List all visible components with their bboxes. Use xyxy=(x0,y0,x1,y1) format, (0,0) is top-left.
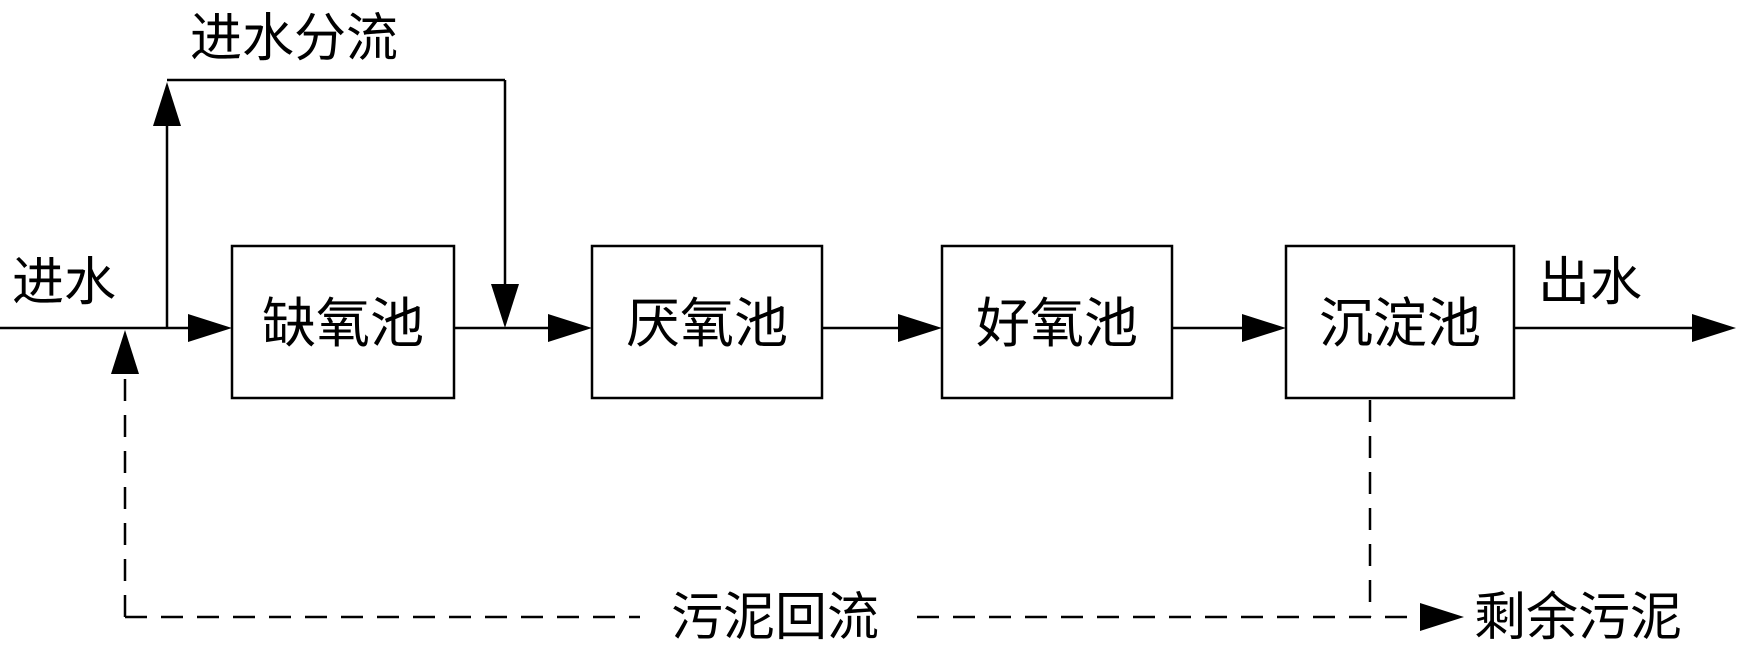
arrow-effluent xyxy=(1692,314,1736,342)
sludge-return-label-backing xyxy=(640,586,910,648)
arrow-split-up xyxy=(153,82,181,126)
arrow-sludge-return xyxy=(111,330,139,374)
sedimentation-tank-label: 沉淀池 xyxy=(1319,292,1481,355)
anaerobic-tank-box xyxy=(590,244,824,400)
anoxic-tank-box xyxy=(230,244,456,400)
arrow-into-sedimentation xyxy=(1242,314,1286,342)
effluent-label: 出水 xyxy=(1538,253,1642,313)
influent-split-label: 进水分流 xyxy=(190,9,398,69)
aerobic-tank-box xyxy=(940,244,1174,400)
arrow-excess-sludge xyxy=(1420,603,1464,631)
excess-sludge-label: 剩余污泥 xyxy=(1474,588,1682,648)
arrow-into-anoxic xyxy=(188,314,232,342)
influent-label: 进水 xyxy=(12,253,116,313)
sedimentation-tank-box xyxy=(1284,244,1516,400)
anaerobic-tank-label: 厌氧池 xyxy=(626,292,788,355)
arrow-into-aerobic xyxy=(898,314,942,342)
arrow-into-anaerobic xyxy=(548,314,592,342)
arrow-split-down xyxy=(491,284,519,328)
sludge-return-label: 污泥回流 xyxy=(671,588,879,648)
anoxic-tank-label: 缺氧池 xyxy=(262,292,424,355)
aerobic-tank-label: 好氧池 xyxy=(976,292,1138,355)
